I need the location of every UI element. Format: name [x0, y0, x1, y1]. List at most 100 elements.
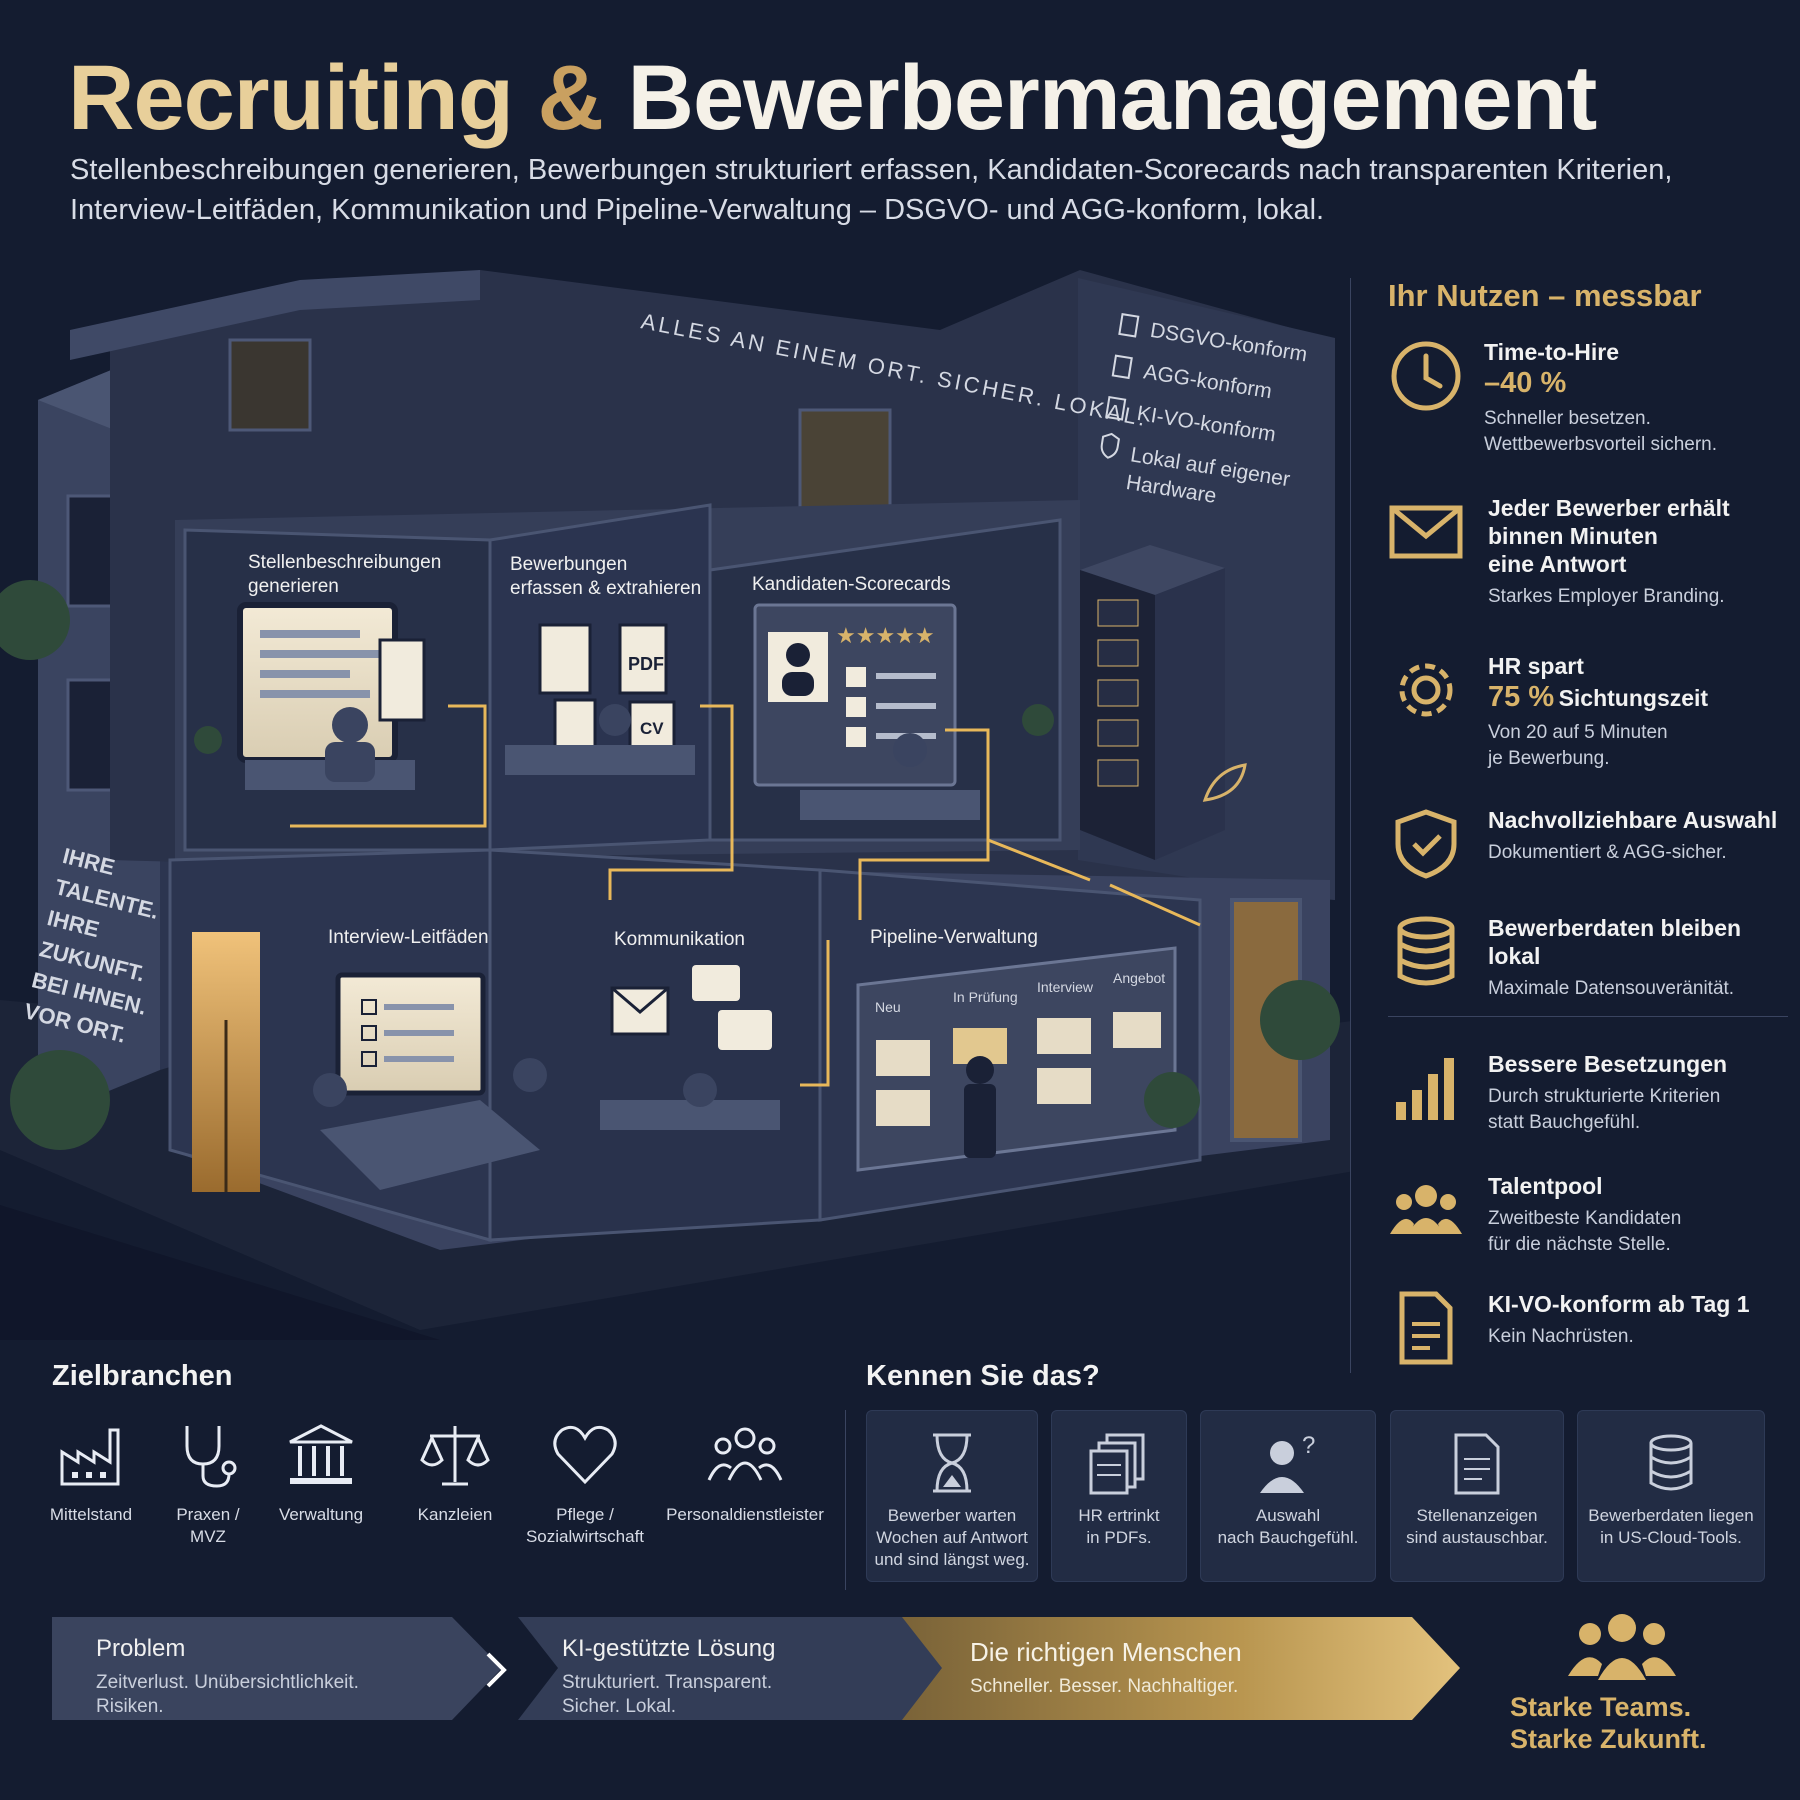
pipeline-column-interview: Interview	[1037, 979, 1094, 995]
benefit-sub: für die nächste Stelle.	[1488, 1234, 1671, 1255]
mail-icon	[1389, 505, 1463, 559]
industry-label: Mittelstand	[49, 1505, 133, 1524]
pain-label: Bewerber warten	[887, 1506, 1017, 1525]
benefit-title: HR spart	[1488, 653, 1584, 679]
candidate-card	[1113, 1012, 1161, 1048]
pipeline-column-review: In Prüfung	[953, 989, 1018, 1005]
flow-step-title: KI-gestützte Lösung	[562, 1635, 776, 1662]
benefit-sub: je Bewerbung.	[1488, 748, 1610, 769]
industry-item: Mittelstand	[16, 1420, 166, 1526]
flow-step-problem: Problem Zeitverlust. Unübersichtlichkeit…	[52, 1617, 502, 1720]
database-icon	[1649, 1434, 1693, 1491]
benefit-sub: Kein Nachrüsten.	[1488, 1326, 1634, 1347]
svg-text:?: ?	[1302, 1432, 1315, 1459]
benefit-sub: Starkes Employer Branding.	[1488, 586, 1725, 607]
industry-label: Kanzleien	[417, 1505, 493, 1524]
compliance-list: DSGVO-konform AGG-konform KI-VO-konform …	[1100, 313, 1309, 508]
title-word-recruiting: Recruiting	[68, 47, 514, 149]
group-icon	[707, 1427, 783, 1481]
pdf-label: PDF	[628, 654, 664, 674]
flow-step-sub: Sicher. Lokal.	[562, 1696, 677, 1717]
benefit-title: Nachvollziehbare Auswahl	[1488, 807, 1778, 833]
pain-label: Auswahl	[1255, 1506, 1321, 1525]
doc-icon	[1105, 396, 1127, 421]
closing-line: Starke Zukunft.	[1510, 1724, 1707, 1754]
database-icon	[1397, 916, 1455, 986]
people-icon	[1390, 1185, 1462, 1234]
pain-card: HR ertrinkt in PDFs.	[1051, 1410, 1187, 1582]
benefit-title: Bessere Besetzungen	[1488, 1051, 1728, 1077]
hourglass-icon	[933, 1433, 971, 1493]
doc-icon	[1111, 354, 1133, 380]
hedgehog-logo	[1202, 763, 1247, 802]
benefit-sub: Maximale Datensouveränität.	[1488, 978, 1735, 999]
pain-label: Bewerberdaten liegen	[1588, 1506, 1754, 1525]
benefit-title: binnen Minuten	[1488, 523, 1658, 549]
page-title: Recruiting & Bewerbermanagement	[68, 46, 1598, 151]
doc-icon	[1118, 313, 1140, 338]
chevron-right-icon	[486, 1652, 507, 1688]
benefits-title: Ihr Nutzen – messbar	[1388, 278, 1702, 313]
monitor	[237, 602, 398, 763]
room-label-applications: Bewerbungen	[510, 554, 627, 575]
office-building-illustration: ALLES AN EINEM ORT. SICHER. LOKAL. DSGVO…	[0, 270, 1350, 1340]
pain-label: und sind längst weg.	[874, 1550, 1030, 1569]
factory-icon	[60, 1428, 120, 1486]
benefit-sub: Dokumentiert & AGG-sicher.	[1488, 842, 1727, 863]
server-rack	[1080, 545, 1247, 860]
industry-label: Praxen /	[176, 1505, 240, 1524]
industry-label: Personaldienstleister	[666, 1505, 824, 1524]
benefit-title: eine Antwort	[1488, 551, 1627, 577]
industry-item: Personaldienstleister	[660, 1420, 830, 1526]
pain-label: in PDFs.	[1086, 1528, 1152, 1547]
pain-label: Wochen auf Antwort	[876, 1528, 1028, 1547]
title-word-bewerbermanagement: Bewerbermanagement	[627, 47, 1598, 149]
title-ampersand: &	[537, 47, 604, 149]
pain-label: HR ertrinkt	[1078, 1506, 1160, 1525]
benefit-sub: Wettbewerbsvorteil sichern.	[1484, 434, 1718, 455]
industry-label: Verwaltung	[278, 1505, 364, 1524]
candidate-card	[1037, 1068, 1091, 1104]
shield-icon	[1100, 432, 1120, 459]
flow-step-sub: Strukturiert. Transparent.	[562, 1672, 773, 1693]
flow-arrow-shape	[518, 1617, 958, 1720]
industry-label: Sozialwirtschaft	[525, 1527, 645, 1546]
benefit-sub: Zweitbeste Kandidaten	[1488, 1208, 1682, 1229]
scales-icon	[420, 1426, 490, 1486]
clock-icon	[1391, 341, 1461, 411]
pdf-document	[378, 638, 426, 722]
flow-step-title: Problem	[96, 1635, 186, 1662]
room-label-job-descriptions: generieren	[248, 576, 339, 597]
industry-item: Kanzleien	[380, 1420, 530, 1526]
pipeline-board	[856, 946, 1177, 1172]
stethoscope-icon	[185, 1426, 237, 1488]
chat-bubble-icon	[718, 1010, 772, 1050]
workflow-arrows	[290, 704, 1201, 1087]
benefit-title: Talentpool	[1488, 1173, 1603, 1199]
document-icon	[553, 698, 597, 754]
flow-step-solution: KI-gestützte Lösung Strukturiert. Transp…	[518, 1617, 958, 1720]
benefit-title: Bewerberdaten bleiben lokal	[1488, 915, 1742, 969]
industry-item: Verwaltung	[246, 1420, 396, 1526]
benefit-sub: statt Bauchgefühl.	[1488, 1112, 1641, 1133]
bar-chart-icon	[1396, 1058, 1454, 1120]
star-rating: ★★★★★	[836, 623, 935, 648]
room-label-job-descriptions: Stellenbeschreibungen	[248, 552, 441, 573]
flow-step-sub: Risiken.	[96, 1696, 164, 1717]
candidate-card	[876, 1040, 930, 1076]
document-icon	[1454, 1433, 1500, 1495]
benefit-value: –40 %	[1484, 367, 1567, 399]
plant-decoration	[0, 580, 1340, 1150]
industry-label: MVZ	[190, 1527, 226, 1546]
pain-label: Stellenanzeigen	[1416, 1506, 1538, 1525]
benefit-sub: Schneller besetzen.	[1484, 408, 1651, 429]
document-icon	[538, 623, 592, 695]
pdf-document	[618, 623, 668, 695]
flow-arrow-shape	[902, 1617, 1460, 1720]
flow-arrow-shape	[52, 1617, 502, 1720]
benefit-title: Time-to-Hire	[1484, 339, 1620, 365]
pain-label: in US-Cloud-Tools.	[1600, 1528, 1742, 1547]
page-subtitle: Stellenbeschreibungen generieren, Bewerb…	[70, 154, 1673, 226]
